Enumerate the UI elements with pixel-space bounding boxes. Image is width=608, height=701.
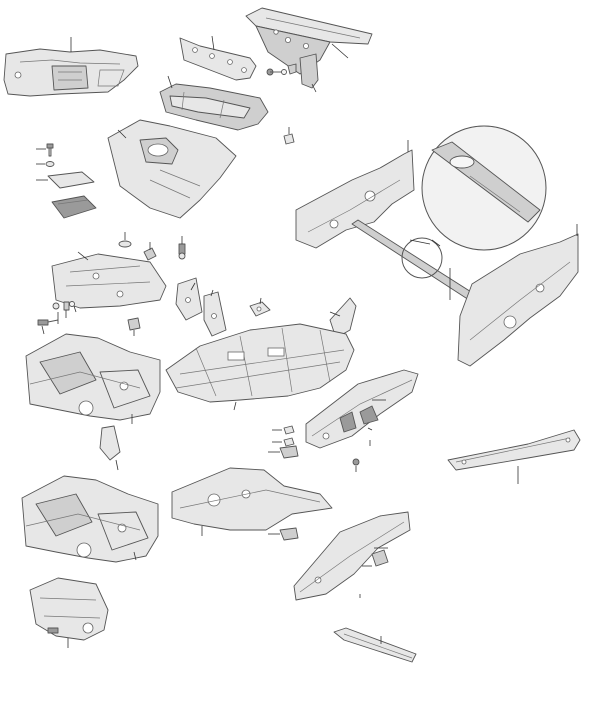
part-38-clip: [143, 247, 157, 261]
part-32-battery-tray: [51, 253, 167, 309]
part-24-strut-brace: [179, 37, 257, 81]
part-4-bracket: [99, 425, 121, 461]
part-31-plate: [283, 425, 295, 435]
part-6-bracket-upper: [279, 445, 299, 459]
detail-magnifier: [401, 125, 547, 279]
part-17-side-rail: [293, 511, 411, 601]
part-13-bulkhead-panel: [3, 48, 139, 97]
part-13-side-rail: [305, 369, 419, 449]
part-7-main-floor: [165, 323, 355, 403]
part-35-washer: [45, 161, 55, 167]
part-33-clip: [127, 317, 141, 331]
part-2-front-assembly: [21, 475, 159, 563]
part-9-bracket: [203, 291, 227, 337]
part-3-tray: [29, 577, 109, 641]
part-39-stud: [178, 243, 186, 260]
part-1-front-assembly: [25, 333, 161, 421]
parts-27-29-hardware: [266, 63, 297, 76]
part-23b-right-bracket: [457, 233, 579, 367]
part-34-cover-plate: [47, 171, 97, 219]
part-36-bolt: [46, 143, 54, 157]
part-37-grommet: [118, 240, 132, 248]
parts-40-43-fasteners: [37, 301, 75, 326]
part-10-bracket: [175, 277, 203, 321]
part-20-strip: [333, 627, 417, 663]
part-7a-long-rail: [447, 429, 581, 471]
part-19-stud: [352, 458, 360, 466]
part-25-side-bracket: [299, 53, 319, 89]
part-11-seat-pan: [159, 83, 269, 131]
part-5-rail: [171, 467, 333, 531]
part-22-clip: [283, 133, 295, 145]
part-12-floor-pan: [107, 119, 237, 219]
part-8-bracket: [249, 301, 271, 317]
part-30-plate: [283, 437, 295, 447]
part-6-bracket-lower: [279, 527, 299, 541]
part-23b-left-bracket: [295, 149, 415, 249]
